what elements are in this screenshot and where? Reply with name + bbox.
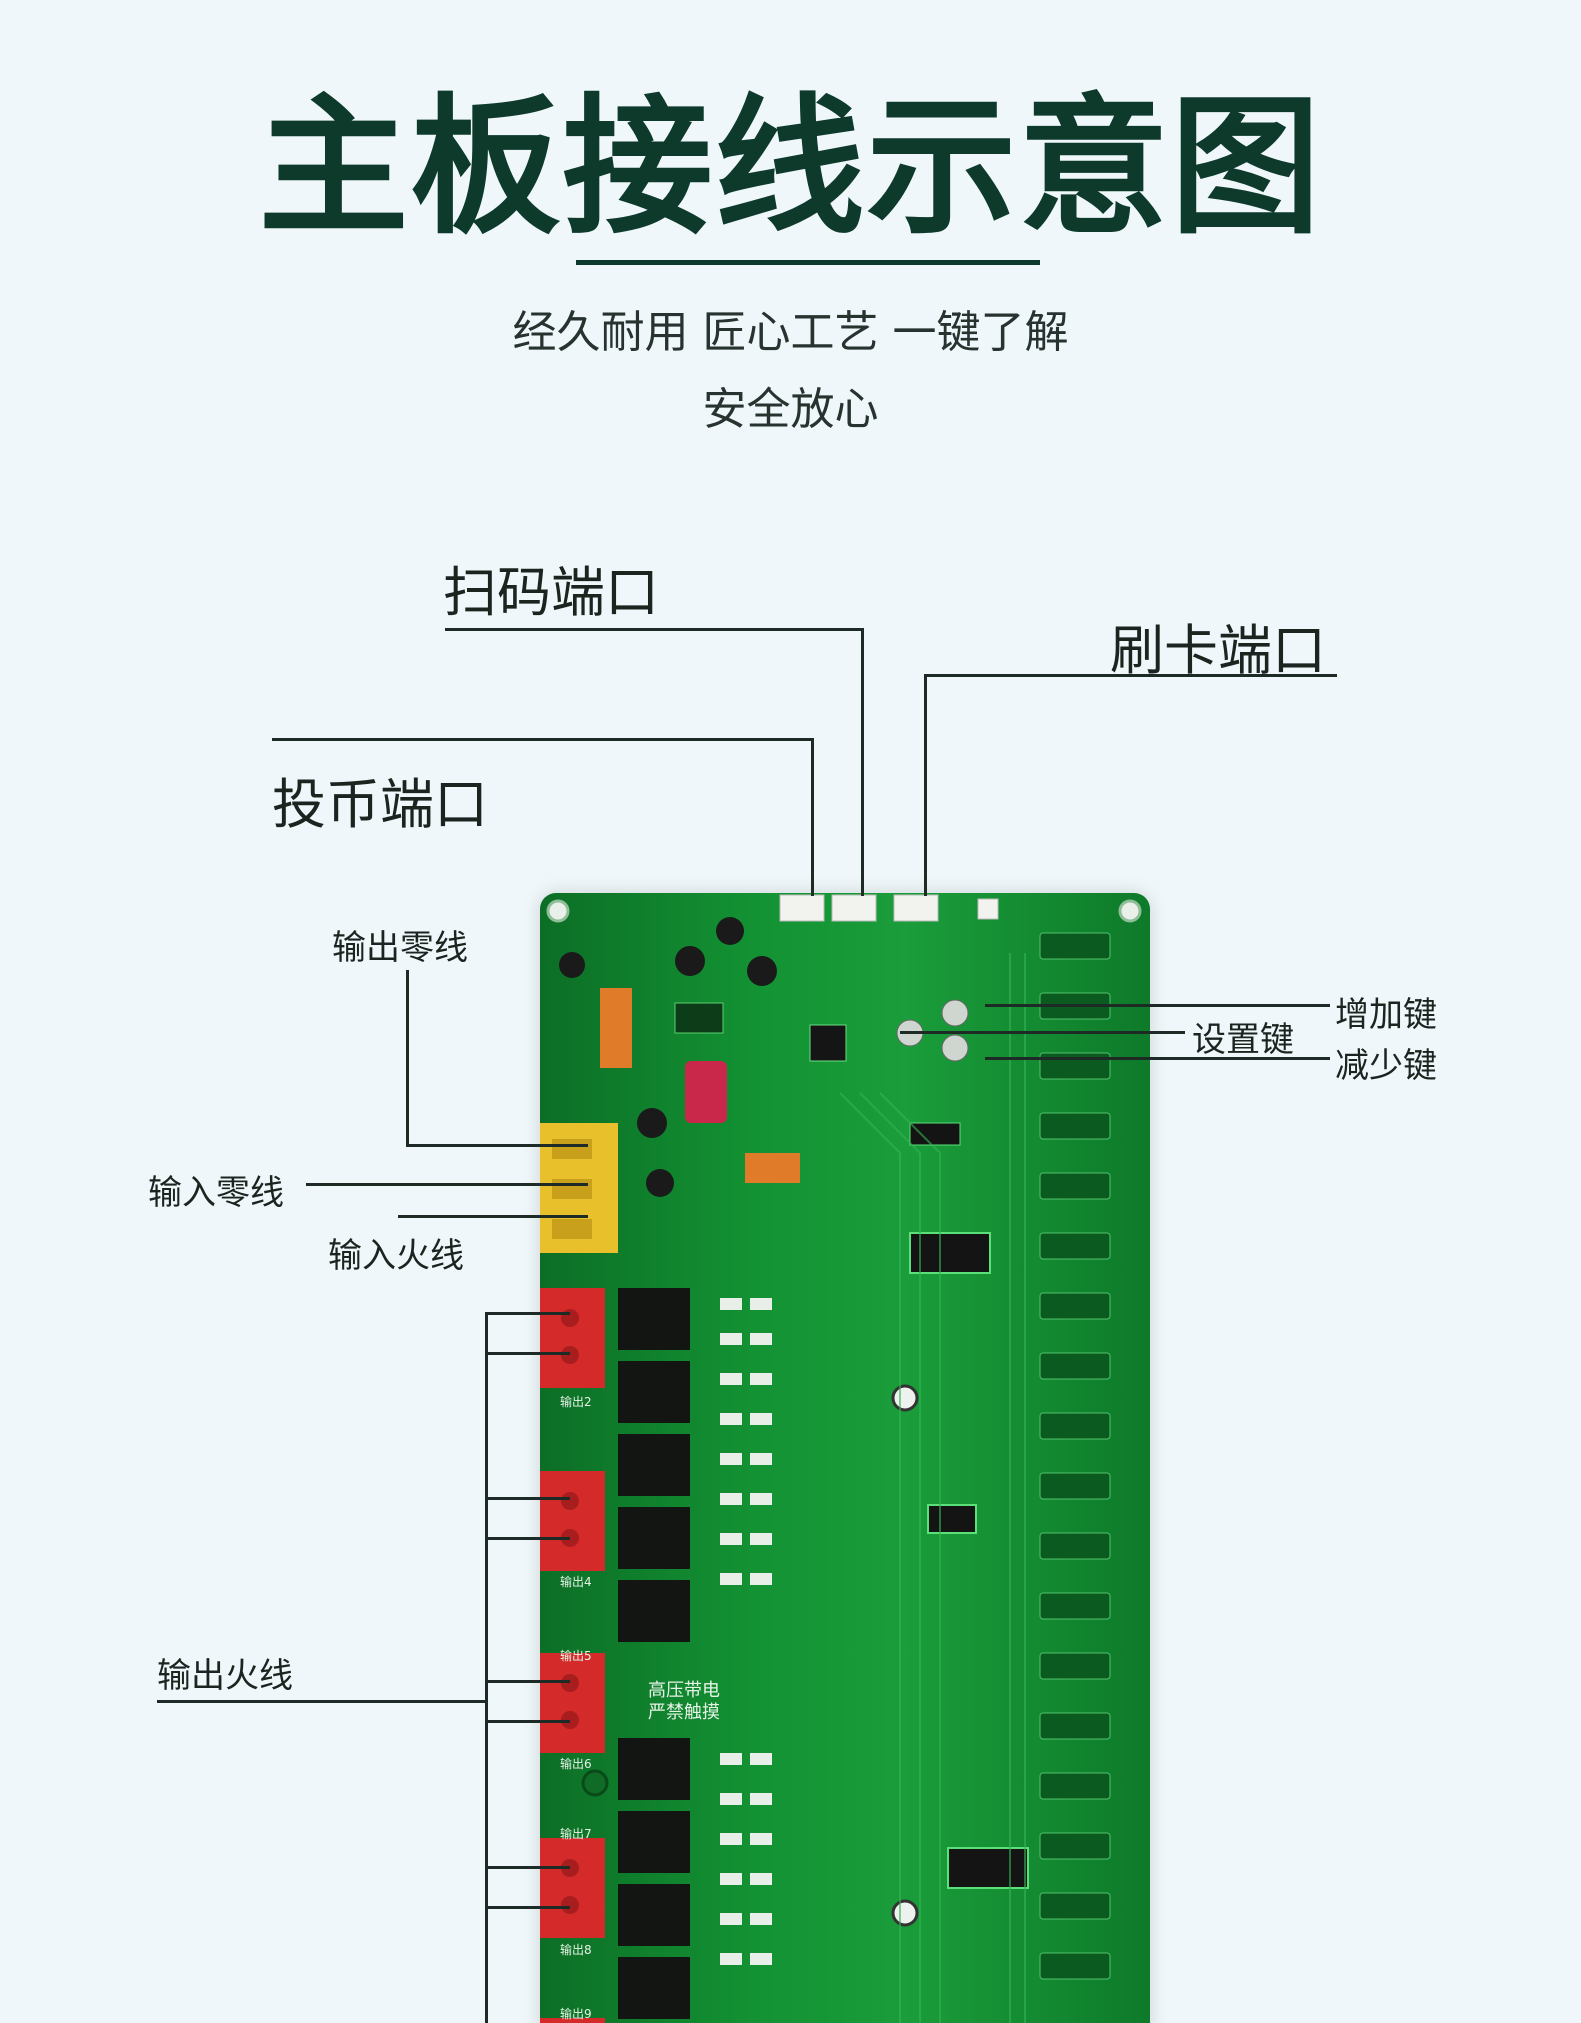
label-coin-port: 投币端口 — [272, 773, 488, 836]
leader-coin-port-v — [811, 738, 814, 896]
label-card-port: 刷卡端口 — [1110, 619, 1326, 682]
board-tag-output-2: 输出2 — [560, 1395, 592, 1409]
label-key-set: 设置键 — [1192, 1020, 1294, 1060]
leader-output-neutral-h — [406, 1144, 588, 1147]
subtitle-line-1: 经久耐用 匠心工艺 一键了解 — [512, 307, 1069, 358]
leader-out-4b — [485, 1906, 570, 1909]
leader-input-neutral — [306, 1183, 588, 1186]
leader-out-1b — [485, 1352, 570, 1355]
label-input-neutral: 输入零线 — [148, 1173, 284, 1213]
page-title: 主板接线示意图 — [258, 81, 1323, 255]
leader-card-port-h — [925, 674, 1337, 677]
label-input-live: 输入火线 — [328, 1236, 464, 1276]
leader-input-live — [398, 1215, 588, 1218]
label-key-increase: 增加键 — [1335, 995, 1437, 1035]
leader-key-increase — [985, 1004, 1330, 1007]
leader-out-3b — [485, 1720, 570, 1723]
pcb-artwork — [540, 894, 1142, 2023]
leader-out-2b — [485, 1537, 570, 1540]
board-tag-output-9: 输出9 — [560, 2007, 592, 2021]
board-tag-output-6: 输出6 — [560, 1757, 592, 1771]
leader-out-1a — [485, 1312, 570, 1315]
leader-key-set — [900, 1031, 1185, 1034]
label-output-live: 输出火线 — [157, 1656, 293, 1696]
leader-key-decrease — [985, 1057, 1330, 1060]
label-key-decrease: 减少键 — [1335, 1046, 1437, 1086]
leader-qr-port-h — [445, 628, 863, 631]
leader-out-3a — [485, 1680, 570, 1683]
leader-coin-port-h — [272, 738, 814, 741]
leader-output-neutral-v — [406, 970, 409, 1146]
board-warning: 高压带电 严禁触摸 — [648, 1680, 720, 1724]
board-warning-line-2: 严禁触摸 — [648, 1702, 720, 1723]
leader-out-4a — [485, 1866, 570, 1869]
board-warning-line-1: 高压带电 — [648, 1680, 720, 1701]
subtitle-line-2: 安全放心 — [702, 384, 879, 435]
title-divider — [576, 260, 1040, 265]
board-tag-output-8: 输出8 — [560, 1943, 592, 1957]
board-tag-output-7: 输出7 — [560, 1827, 592, 1841]
leader-qr-port-v — [861, 628, 864, 896]
leader-output-live-h — [157, 1700, 487, 1703]
label-output-neutral: 输出零线 — [332, 928, 468, 968]
pcb-board: 高压带电 严禁触摸 输出2 输出4 输出5 输出6 输出7 输出8 输出9 — [540, 893, 1150, 2023]
label-qr-port: 扫码端口 — [443, 561, 659, 624]
board-tag-output-4: 输出4 — [560, 1575, 592, 1589]
leader-out-2a — [485, 1497, 570, 1500]
board-tag-output-5: 输出5 — [560, 1649, 592, 1663]
leader-output-live-v — [485, 1312, 488, 2023]
leader-card-port-v — [924, 674, 927, 896]
